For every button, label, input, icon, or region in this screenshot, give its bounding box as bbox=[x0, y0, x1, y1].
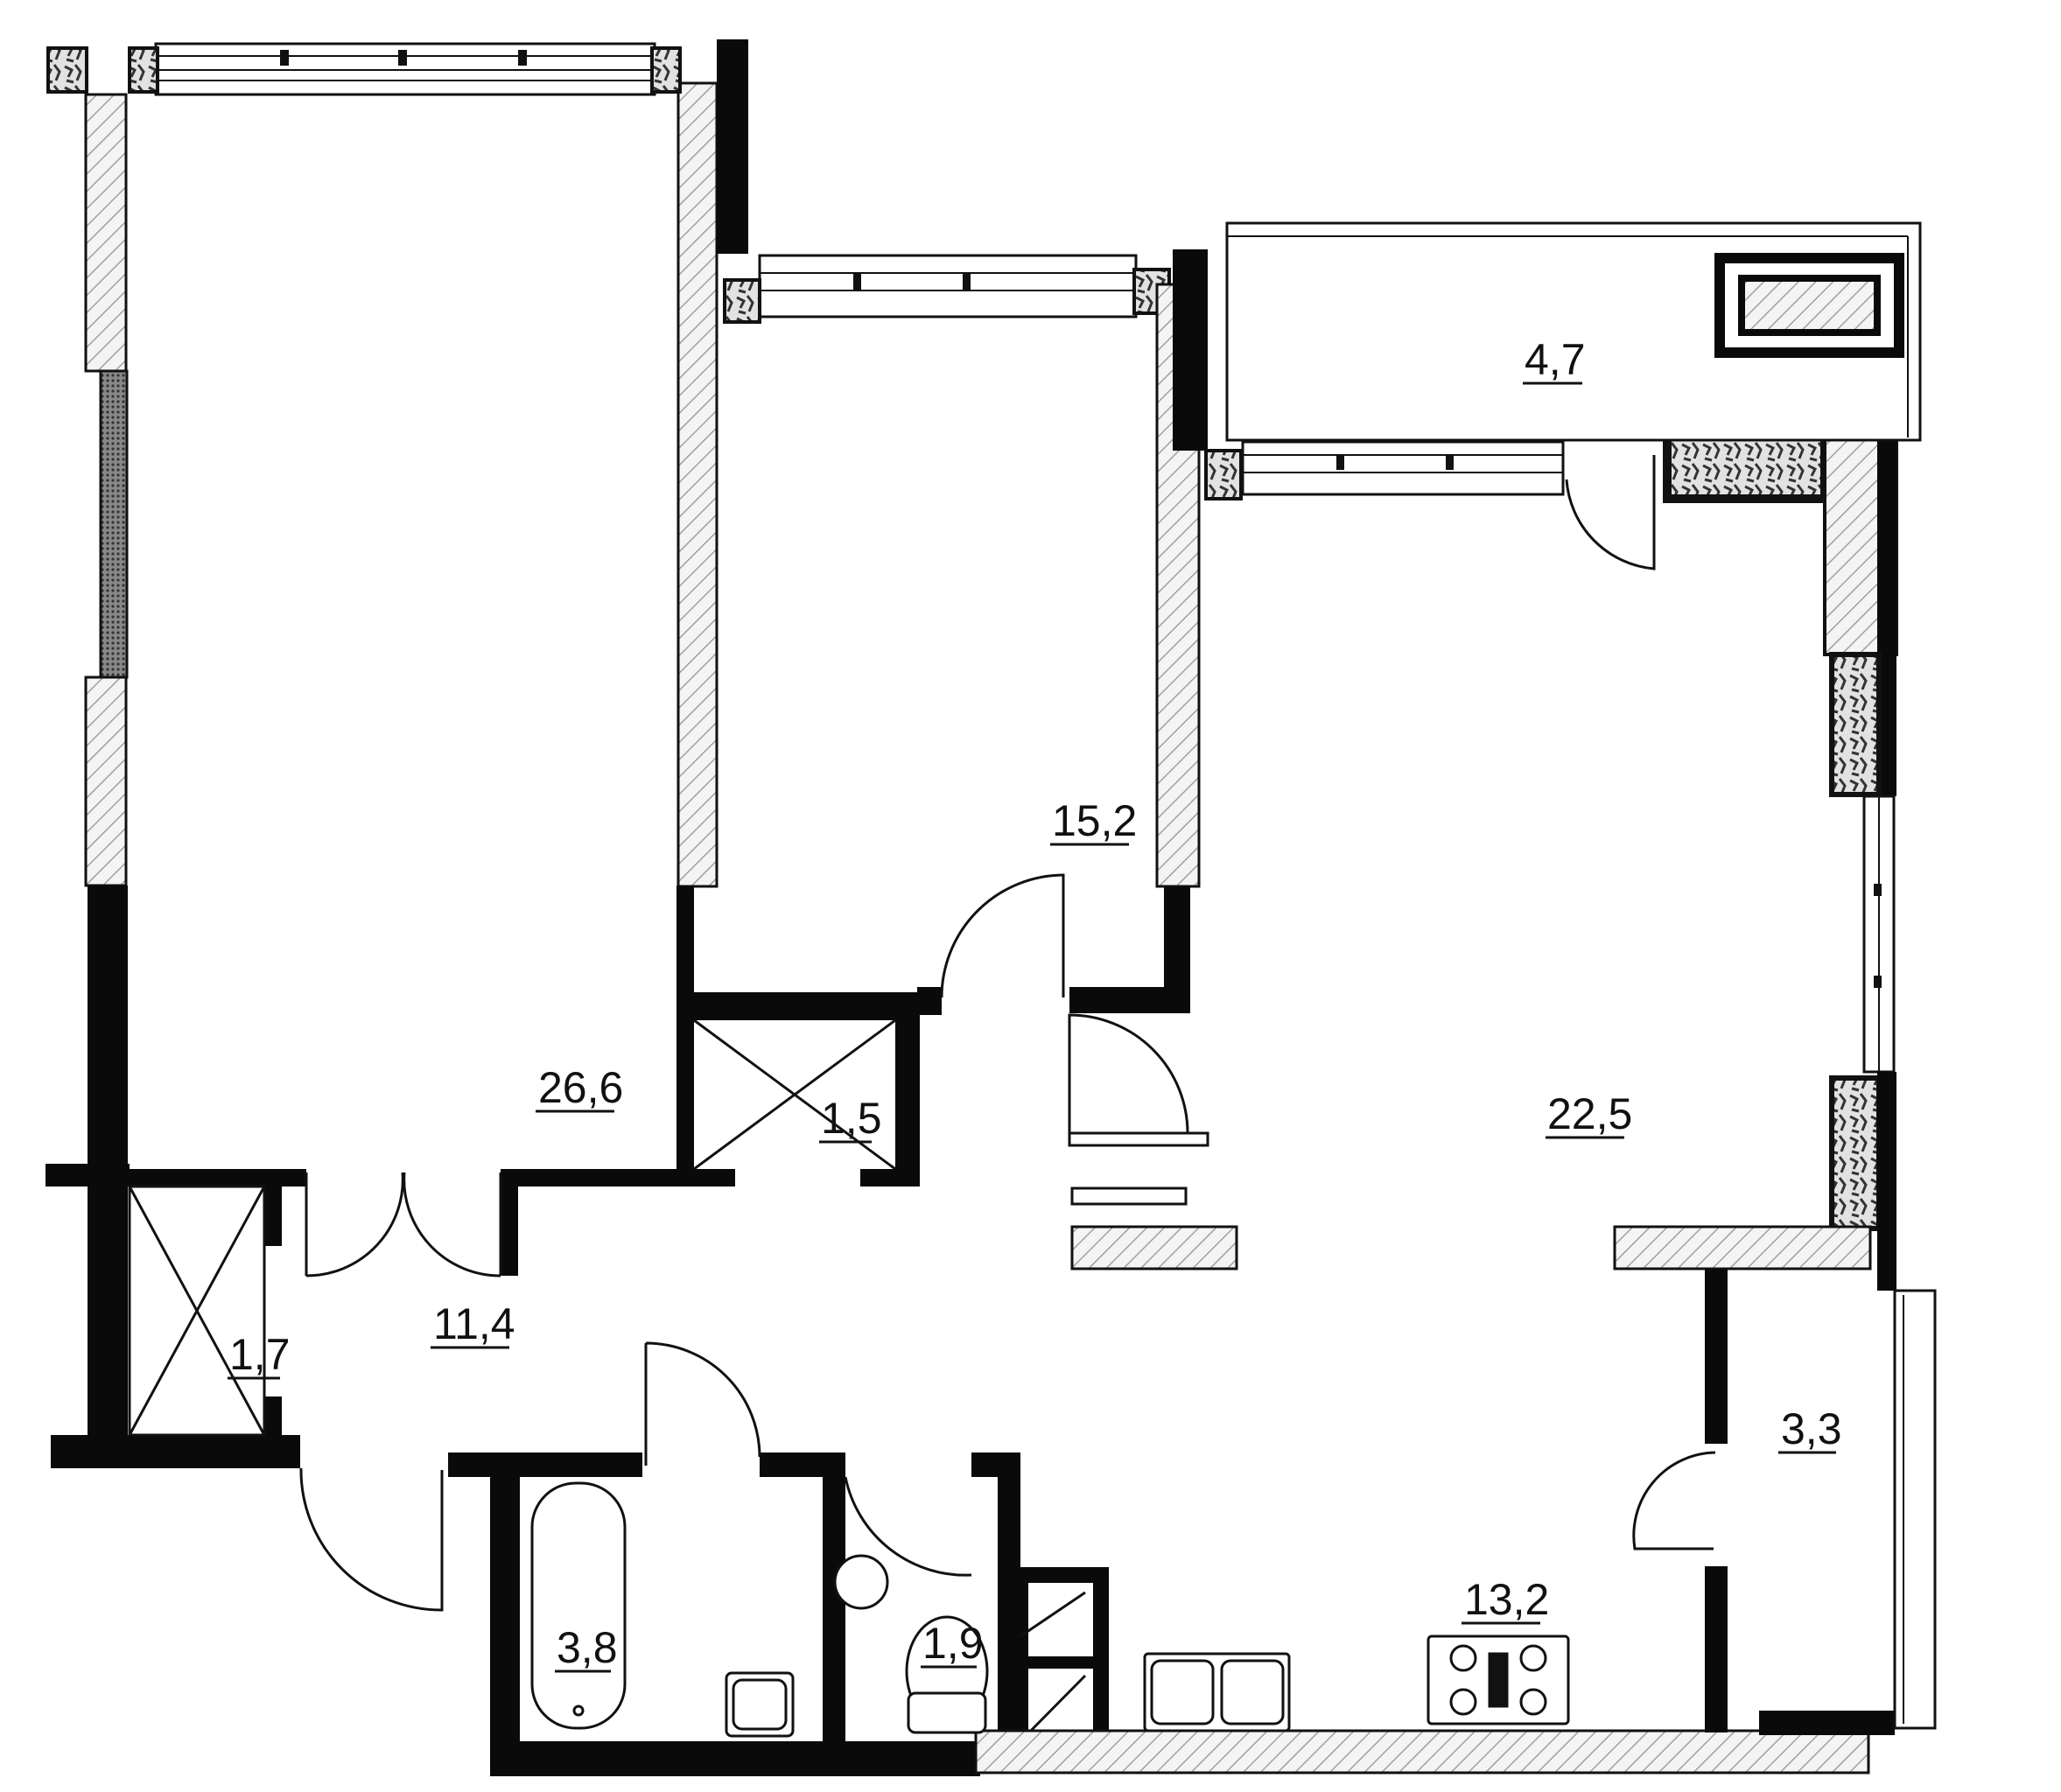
wall-closet-center-bottom bbox=[860, 1169, 920, 1186]
wall-hall-stub-left bbox=[264, 1396, 282, 1466]
fixtures bbox=[530, 1481, 1570, 1738]
bathtub bbox=[530, 1481, 627, 1730]
walls bbox=[46, 39, 1937, 1776]
window-frame-top-small bbox=[758, 254, 1138, 318]
wall-bath-left bbox=[490, 1452, 520, 1776]
wall-kitchen-right-black-low bbox=[1705, 1566, 1728, 1732]
wall-hallway-top-left bbox=[46, 1169, 306, 1186]
door-loggia bbox=[1632, 1451, 1716, 1550]
wall-stub-kitchen bbox=[1070, 1186, 1188, 1206]
wall-loggia-bottom bbox=[1759, 1711, 1895, 1735]
wall-divider-black bbox=[717, 39, 748, 254]
area-label-bedroom-small: 15,2 bbox=[1052, 796, 1137, 845]
wall-kitchen-bottom bbox=[974, 1729, 1870, 1774]
wall-living-right-stone-lower bbox=[1829, 1075, 1882, 1231]
wall-bedroom-divider bbox=[676, 81, 719, 888]
window-post-living-left bbox=[1204, 449, 1243, 500]
closet-crosses bbox=[128, 1018, 896, 1437]
wall-bath-bottom bbox=[490, 1741, 980, 1776]
wall-bedroom-left-lower bbox=[84, 676, 128, 887]
area-label-living: 22,5 bbox=[1547, 1089, 1632, 1138]
area-labels: 26,6 15,2 4,7 22,5 1,5 11,4 1,7 3,3 13,2… bbox=[228, 335, 1842, 1673]
area-label-loggia: 3,3 bbox=[1781, 1404, 1842, 1453]
wall-bath-top bbox=[448, 1452, 642, 1477]
area-label-bedroom-large: 26,6 bbox=[538, 1063, 623, 1112]
wall-left-bottom bbox=[51, 1435, 300, 1468]
area-label-hallway: 11,4 bbox=[433, 1299, 515, 1348]
wall-hall-jamb-left bbox=[264, 1169, 282, 1246]
area-label-toilet: 1,9 bbox=[922, 1619, 984, 1668]
area-label-kitchen: 13,2 bbox=[1464, 1575, 1549, 1624]
door-bedroom-large-left bbox=[305, 1172, 404, 1278]
wall-kitchen-right-black bbox=[1705, 1269, 1728, 1444]
door-toilet bbox=[844, 1476, 972, 1577]
wall-bedroom-left-insert bbox=[99, 369, 129, 679]
area-label-bathroom: 3,8 bbox=[557, 1623, 618, 1672]
wall-loggia-right-outer bbox=[1893, 1289, 1937, 1730]
area-label-balcony: 4,7 bbox=[1525, 335, 1586, 384]
wall-closet-center-right bbox=[895, 992, 920, 1183]
window-frame-living bbox=[1241, 440, 1565, 496]
toilet-sink bbox=[833, 1554, 889, 1610]
wall-closet-center-left bbox=[676, 992, 694, 1186]
wall-living-top-right bbox=[1663, 431, 1829, 503]
window-post-left bbox=[46, 46, 88, 94]
window-post-small-left bbox=[723, 278, 761, 324]
window-post-mid bbox=[128, 46, 159, 94]
wall-bedroom-large-bottom-right bbox=[508, 1169, 735, 1186]
door-bedroom-small bbox=[940, 873, 1065, 998]
door-balcony bbox=[1565, 455, 1656, 570]
door-entry bbox=[299, 1467, 444, 1612]
wall-toilet-top-left bbox=[760, 1452, 845, 1477]
window-post-right bbox=[650, 46, 682, 94]
wall-small-bedroom-bottom bbox=[1069, 987, 1190, 1013]
door-bedroom-large-right bbox=[403, 1172, 502, 1278]
area-label-closet-center: 1,5 bbox=[821, 1094, 882, 1143]
wall-living-right-stone bbox=[1829, 652, 1882, 797]
doors bbox=[299, 455, 1716, 1612]
wall-closet-center-top bbox=[676, 992, 920, 1020]
wall-balcony-left bbox=[1173, 249, 1208, 451]
wall-living-right-black bbox=[1877, 436, 1896, 796]
wall-living-kitchen-left bbox=[1070, 1225, 1238, 1270]
wall-small-bedroom-door-jamb bbox=[917, 987, 942, 1015]
door-bathroom bbox=[644, 1341, 761, 1466]
wall-living-right-black-lower bbox=[1877, 1072, 1896, 1291]
wall-hall-jamb-right bbox=[501, 1169, 518, 1276]
door-living bbox=[1068, 1013, 1189, 1135]
wall-living-kitchen-right bbox=[1613, 1225, 1872, 1270]
area-label-closet-entry: 1,7 bbox=[229, 1330, 291, 1379]
wall-bedroom-left-upper bbox=[84, 93, 128, 373]
